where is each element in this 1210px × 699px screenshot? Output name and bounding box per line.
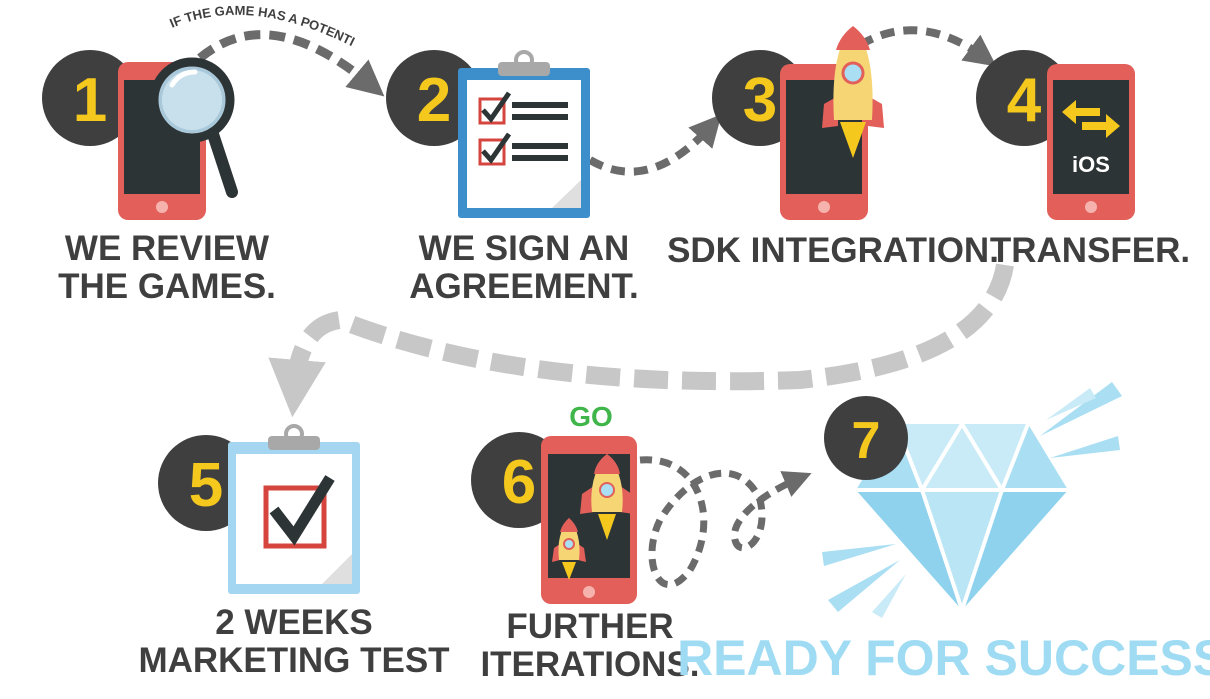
step-1-label-line-1: WE REVIEW (65, 229, 269, 268)
rocket-icon (822, 26, 884, 158)
step-2-number: 2 (417, 66, 451, 135)
arrow-1-to-2 (197, 30, 385, 97)
step-6-go-badge: GO (569, 401, 613, 432)
phone-icon (118, 62, 206, 220)
step-2-label-line-1: WE SIGN AN (419, 229, 630, 268)
magnifier-icon (149, 57, 238, 198)
step-7: 7 READY FOR SUCCESS! (677, 382, 1210, 686)
step-2-label-line-2: AGREEMENT. (409, 267, 638, 306)
step-1-label-line-2: THE GAMES. (58, 267, 276, 306)
step-6-label-line-1: FURTHER (506, 607, 673, 646)
step-2: 2 WE SIGN AN AGREEMENT. (386, 50, 639, 306)
clipboard-icon (458, 50, 590, 218)
step-6-label-line-2: ITERATIONS. (480, 645, 699, 684)
connector-arrows (197, 26, 1014, 589)
step-4-label: TRANSFER. (990, 231, 1190, 270)
step-3-label: SDK INTEGRATION. (667, 231, 999, 270)
step-4-number: 4 (1007, 66, 1042, 135)
arrow-4-to-5 (268, 263, 1014, 418)
step-1-circle (42, 50, 138, 146)
step-3-number: 3 (743, 66, 777, 135)
step-6-number: 6 (502, 448, 536, 517)
step-5-label-line-2: MARKETING TEST (138, 641, 449, 680)
sparkle-rays (822, 382, 1122, 618)
rocket-icon (552, 518, 586, 580)
phone-icon (1047, 64, 1135, 220)
arrow-3-to-4 (857, 26, 997, 67)
transfer-arrows-icon (1062, 100, 1120, 138)
step-7-circle (824, 396, 908, 480)
step-4-screen-text: iOS (1072, 152, 1110, 177)
step-3: 3 SDK INTEGRATION. (667, 26, 999, 270)
step-5-number: 5 (189, 451, 223, 520)
arrow-2-to-3 (587, 114, 722, 176)
phone-icon (541, 436, 637, 604)
clipboard-icon (228, 424, 360, 594)
step-7-number: 7 (852, 412, 881, 470)
rocket-icon (580, 454, 634, 540)
step-6: 6 GO FURTHER ITERATIONS. (471, 401, 700, 684)
step-5-label-line-1: 2 WEEKS (215, 603, 373, 642)
step-7-label: READY FOR SUCCESS! (677, 630, 1210, 686)
checkbox-icon (263, 475, 335, 549)
step-5: 5 2 WEEKS MARKETING TEST (138, 424, 450, 680)
step-1-number: 1 (73, 66, 107, 135)
diamond-icon (856, 420, 1068, 611)
step-1: 1 WE REVIEW THE GAMES. (42, 50, 276, 306)
arrow-6-to-7 (639, 456, 812, 589)
step-4: 4 iOS TRANSFER. (976, 50, 1190, 270)
